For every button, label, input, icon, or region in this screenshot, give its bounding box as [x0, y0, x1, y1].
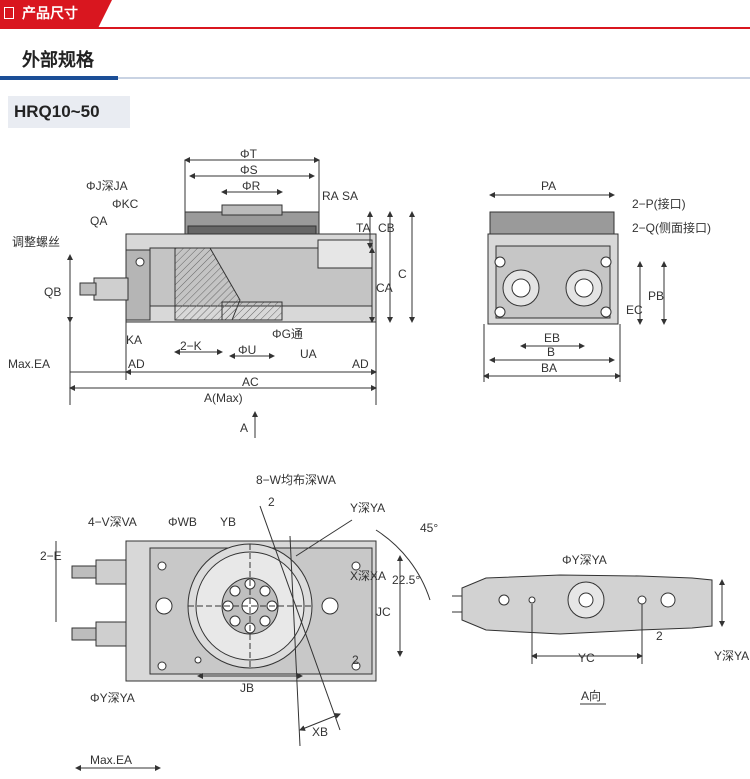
label-sa: SA [342, 189, 358, 203]
label-adjust-screw: 调整螺丝 [12, 234, 60, 249]
label-a-max: A(Max) [204, 391, 243, 405]
label-y-ya-top: Y深YA [350, 501, 385, 515]
label-y-ya: Y深YA [714, 649, 749, 663]
label-phi-kc: ΦKC [112, 197, 139, 211]
label-xb: XB [312, 725, 328, 739]
label-45deg: 45° [420, 521, 438, 535]
label-c: C [398, 267, 407, 281]
section-bar-accent [0, 76, 118, 80]
label-ac: AC [242, 375, 259, 389]
label-b: B [547, 345, 555, 359]
section-header: 外部规格 [0, 40, 750, 80]
label-max-ea: Max.EA [8, 357, 50, 371]
document-icon [4, 7, 14, 19]
label-phi-j: ΦJ深JA [86, 179, 128, 193]
top-view-labels: 8−W均布深WA 4−V深VA ΦWB YB 2 Y深YA 45° 2−E 22… [40, 473, 438, 767]
label-phi-r: ΦR [242, 179, 261, 193]
label-qa: QA [90, 214, 107, 228]
label-phi-wb: ΦWB [168, 515, 197, 529]
label-eb: EB [544, 331, 560, 345]
label-ua: UA [300, 347, 317, 361]
label-ra: RA [322, 189, 339, 203]
label-yb: YB [220, 515, 236, 529]
label-2p: 2−P(接口) [632, 196, 686, 211]
label-ca: CA [376, 281, 393, 295]
label-4v: 4−V深VA [88, 515, 137, 529]
tab-label: 产品尺寸 [22, 5, 78, 21]
label-phi-y-bottom: ΦY深YA [90, 691, 135, 705]
label-ka: KA [126, 333, 142, 347]
section-bar-rule [118, 77, 750, 79]
label-view-a-caption: A向 [581, 688, 601, 703]
label-yc: YC [578, 651, 595, 665]
label-max-ea-2: Max.EA [90, 753, 132, 767]
side-view-labels: PA 2−P(接口) 2−Q(侧面接口) PB EC EB B BA [541, 179, 711, 375]
label-jc: JC [376, 605, 391, 619]
front-view-labels: ΦT ΦS ΦR ΦJ深JA ΦKC QA 调整螺丝 QB RA SA TA C… [8, 147, 407, 435]
model-label: HRQ10~50 [14, 102, 100, 121]
header-rule [0, 27, 750, 29]
label-2e: 2−E [40, 549, 62, 563]
label-phi-s: ΦS [240, 163, 258, 177]
label-x-xa: X深XA [350, 569, 386, 583]
label-2-view-a: 2 [656, 629, 663, 643]
label-phi-y: ΦY深YA [562, 553, 607, 567]
label-phi-u: ΦU [238, 343, 256, 357]
side-view [483, 192, 667, 382]
label-2k: 2−K [180, 339, 202, 353]
label-8w: 8−W均布深WA [256, 473, 336, 487]
label-ec: EC [626, 303, 643, 317]
label-ta: TA [356, 221, 370, 235]
label-ad-left: AD [128, 357, 145, 371]
label-phi-g: ΦG通 [272, 327, 303, 341]
label-2-right: 2 [352, 653, 359, 667]
view-a [452, 574, 725, 705]
label-2q: 2−Q(侧面接口) [632, 220, 711, 235]
section-title: 外部规格 [22, 50, 94, 70]
label-phi-t: ΦT [240, 147, 258, 161]
label-jb: JB [240, 681, 254, 695]
label-22-5deg: 22.5° [392, 573, 420, 587]
label-cb: CB [378, 221, 395, 235]
view-a-labels: ΦY深YA 2 YC Y深YA A向 [562, 553, 749, 703]
top-view [55, 505, 431, 771]
label-qb: QB [44, 285, 61, 299]
label-ad-right: AD [352, 357, 369, 371]
label-2-top: 2 [268, 495, 275, 509]
label-arrow-a: A [240, 421, 248, 435]
label-pa: PA [541, 179, 556, 193]
label-pb: PB [648, 289, 664, 303]
front-view [67, 157, 415, 438]
model-badge: HRQ10~50 [8, 96, 130, 128]
label-ba: BA [541, 361, 557, 375]
product-dimensions-tab[interactable]: 产品尺寸 [0, 0, 112, 27]
